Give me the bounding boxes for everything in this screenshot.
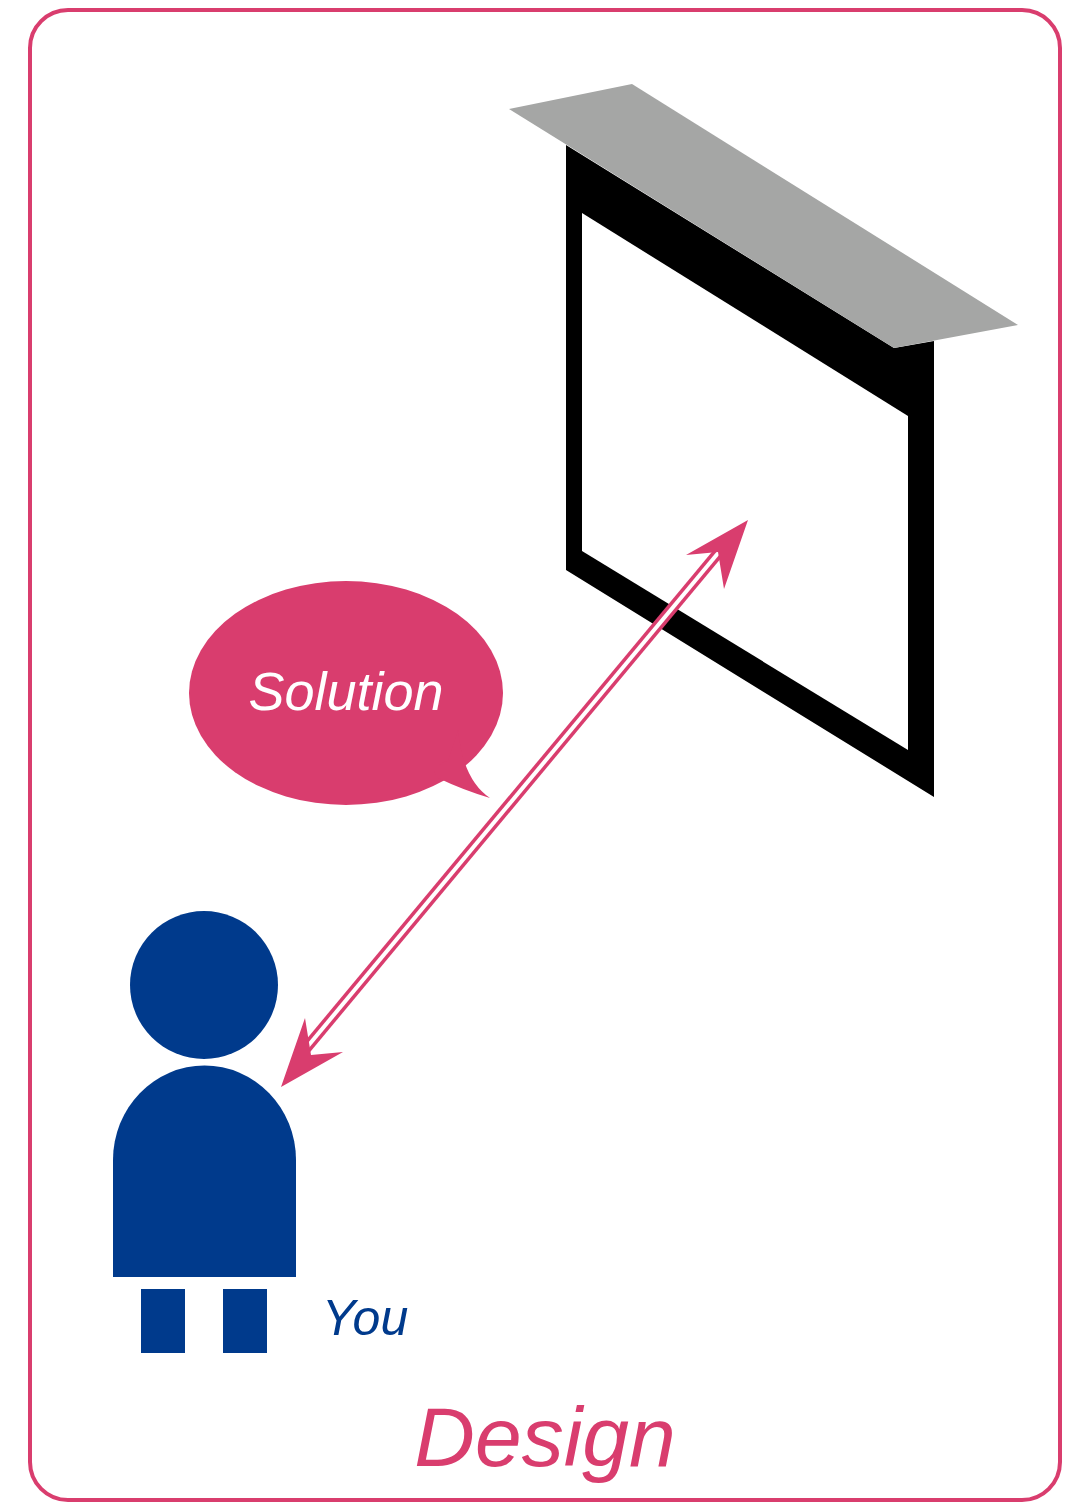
screen-frame [566,145,934,797]
bubble-text: Solution [188,658,504,724]
card-title: Design [32,1382,1058,1492]
bubble-body [189,581,503,805]
screen-housing [509,84,1018,348]
arrow-head [281,1018,343,1087]
person-label: You [322,1290,408,1346]
person-body [113,1065,296,1277]
person-outline [80,898,420,1343]
speech-bubble: Solution [188,580,504,806]
arrow-head [686,520,748,589]
card-frame: SolutionYouDesign [28,8,1062,1502]
person-figure: You [80,898,420,1343]
screen-surface [582,213,908,750]
person-leg [223,1289,267,1353]
person-head [130,911,278,1059]
bubble-tail [435,730,490,798]
person-leg [141,1289,185,1353]
